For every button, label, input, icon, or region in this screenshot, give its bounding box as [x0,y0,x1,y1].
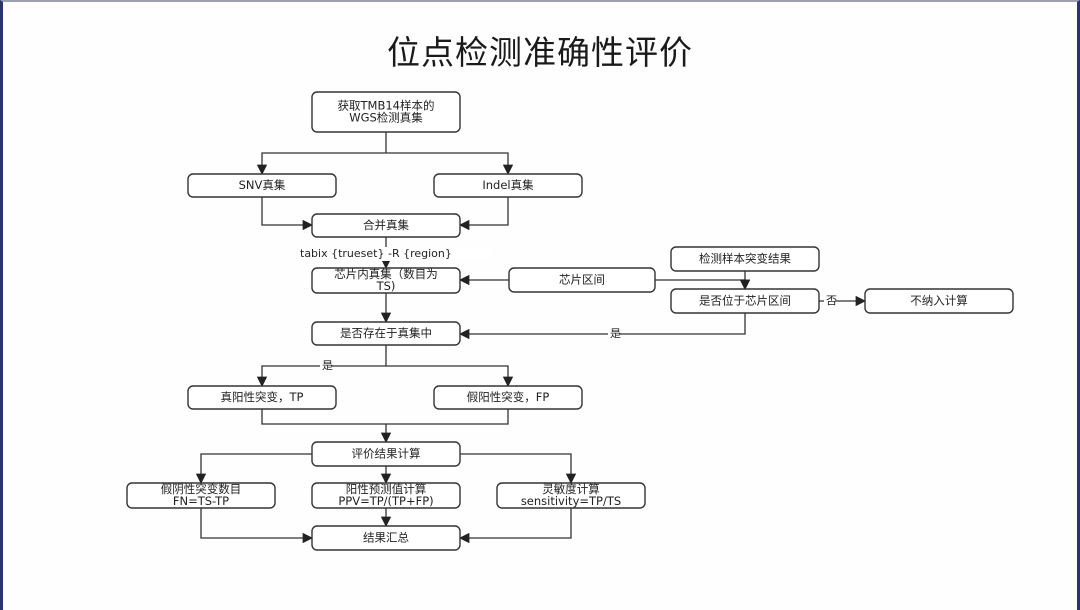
node-label: 结果汇总 [363,531,409,545]
node-box [670,288,820,314]
node-in-chip-region: 是否位于芯片区间 [670,288,820,314]
node-snv-trueset: SNV真集 [187,173,337,198]
edge-to-sens [460,453,577,485]
edge-label-yes-trueset-bg [608,327,619,341]
node-box [311,91,461,133]
node-indel-trueset: Indel真集 [433,173,583,198]
edge-yes-to-trueset [458,313,746,340]
node-box [311,482,461,509]
edge-snv-to-merge [261,197,314,231]
edge-indel-to-merge [458,197,509,231]
node-label: Indel真集 [482,178,534,192]
edge-label-yes-branch-bg [320,359,331,373]
node-eval-calc: 评价结果计算 [311,441,461,467]
node-box [126,482,276,509]
page-title: 位点检测准确性评价 [387,33,693,72]
node-summary: 结果汇总 [311,525,461,551]
edge-label-yes-branch: 是 [322,359,333,372]
node-label: 是否位于芯片区间 [699,294,791,308]
node-label: 检测样本突变结果 [699,252,791,266]
edge-label-no-bg [824,294,835,308]
edge-to-fn [195,453,312,485]
node-false-positive: 假阳性突变，FP [433,385,583,410]
node-label: 是否存在于真集中 [340,326,432,340]
node-true-positive: 真阳性突变，TP [187,385,337,410]
edge-region-to-check [655,279,751,291]
node-box [311,267,461,294]
node-label: 假阴性突变数目 [161,482,242,496]
node-box [864,288,1014,314]
node-merge-trueset: 合并真集 [311,213,461,238]
node-label: 灵敏度计算 [542,482,600,496]
node-label: 评价结果计算 [352,447,421,461]
edge-tp-join [261,409,509,425]
node-in-trueset: 是否存在于真集中 [311,321,461,346]
node-box [433,385,583,410]
node-sample-results: 检测样本突变结果 [670,246,820,272]
edge-to-indel [386,152,514,176]
edge-label-no: 否 [826,294,837,307]
node-chip-region: 芯片区间 [508,267,656,293]
edge-to-fp [386,365,514,388]
node-box [670,246,820,272]
node-label: WGS检测真集 [349,111,423,125]
edge-label-tabix-bg [298,247,491,261]
node-box [311,525,461,551]
node-box [187,173,337,198]
node-label: 合并真集 [363,218,409,232]
node-label: PPV=TP/(TP+FP) [338,494,433,508]
node-label: 不纳入计算 [910,294,968,308]
node-label: 获取TMB14样本的 [338,99,435,113]
node-label: SNV真集 [239,178,286,192]
edge-to-snv [256,152,386,176]
edge-label-tabix: tabix {trueset} -R {region} [300,247,452,260]
node-label: sensitivity=TP/TS [521,494,621,508]
node-box [311,213,461,238]
node-label: 芯片区间 [559,273,605,287]
node-box [311,321,461,346]
edge-sens-to-summary [458,508,572,544]
node-box [496,482,646,509]
edge-label-yes-trueset: 是 [610,327,621,340]
edge-to-tp [256,365,386,388]
node-label: 阳性预测值计算 [346,482,427,496]
node-exclude: 不纳入计算 [864,288,1014,314]
node-label: 芯片内真集（数目为 [334,267,438,281]
edge-fn-to-summary [200,508,314,544]
node-label: FN=TS-TP [173,494,229,508]
node-box [433,173,583,198]
node-label: TS) [376,279,396,293]
node-box [187,385,337,410]
node-box [508,267,656,293]
node-box [311,441,461,467]
node-label: 假阳性突变，FP [467,390,550,404]
node-label: 真阳性突变，TP [221,390,304,404]
